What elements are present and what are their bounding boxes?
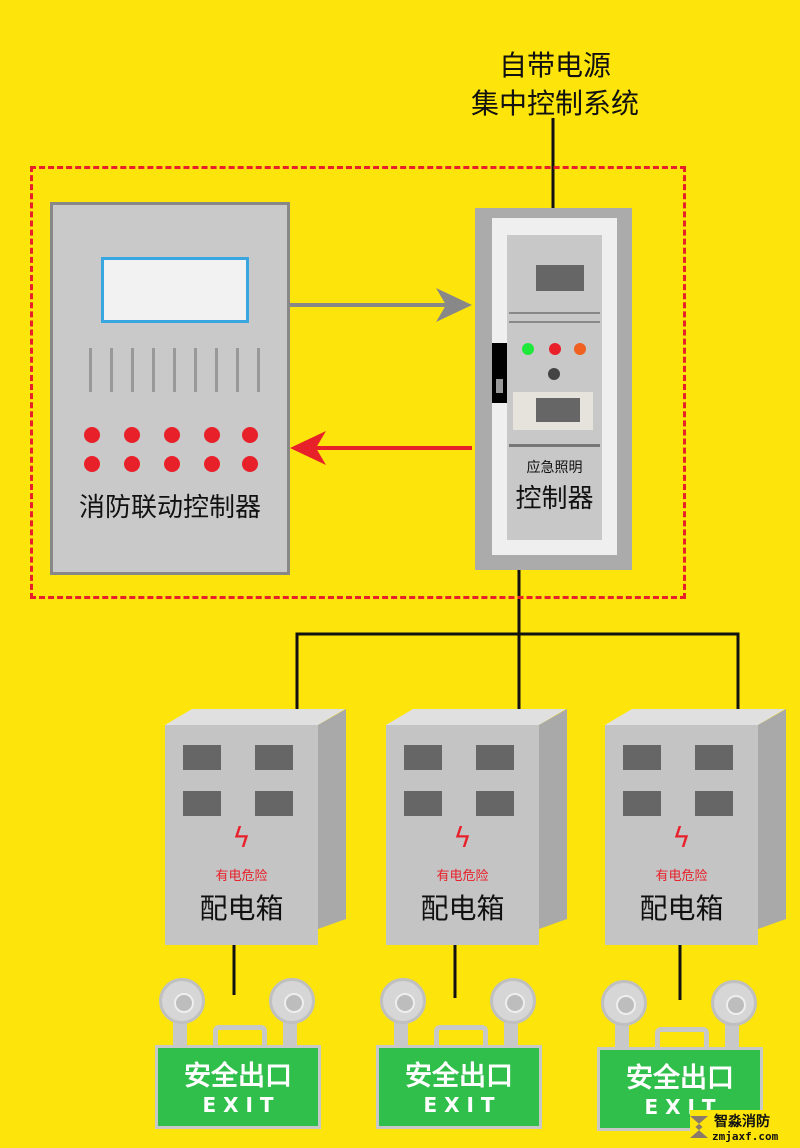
warning-label: 有电危险 xyxy=(215,869,268,884)
lamp-icon xyxy=(269,978,315,1024)
indicator-dot xyxy=(84,427,100,443)
exit-cn: 安全出口 xyxy=(626,1063,734,1094)
controller-screen xyxy=(101,257,249,323)
exit-en: E X I T xyxy=(423,1093,495,1117)
emergency-small-label: 应急照明 xyxy=(526,460,583,476)
watermark-url: zmjaxf.com xyxy=(712,1130,779,1143)
box-label: 配电箱 xyxy=(639,892,724,925)
arrow-to-fire-controller xyxy=(290,431,472,465)
lamp-icon xyxy=(159,978,205,1024)
lightning-icon: ϟ xyxy=(232,821,251,854)
fire-controller-label: 消防联动控制器 xyxy=(78,493,261,523)
emergency-lighting-controller: 应急照明 控制器 xyxy=(475,208,632,570)
box-label: 配电箱 xyxy=(420,892,505,925)
lamp-icon xyxy=(490,978,536,1024)
watermark: 智淼消防 zmjaxf.com xyxy=(690,1110,800,1148)
lamp-icon xyxy=(601,980,647,1026)
logo-icon xyxy=(690,1116,708,1138)
arrow-to-emergency xyxy=(290,288,472,322)
watermark-name: 智淼消防 xyxy=(714,1114,770,1130)
emergency-label: 控制器 xyxy=(515,484,594,514)
title-line2: 集中控制系统 xyxy=(470,87,639,120)
dashed-boundary xyxy=(30,166,686,599)
exit-en: E X I T xyxy=(202,1093,274,1117)
fire-linkage-controller: 消防联动控制器 xyxy=(50,202,290,575)
lamp-icon xyxy=(711,980,757,1026)
warning-label: 有电危险 xyxy=(436,869,489,884)
box-label: 配电箱 xyxy=(199,892,284,925)
lamp-icon xyxy=(380,978,426,1024)
exit-cn: 安全出口 xyxy=(405,1061,513,1092)
lightning-icon: ϟ xyxy=(672,821,691,854)
title-line1: 自带电源 xyxy=(498,49,611,82)
warning-label: 有电危险 xyxy=(655,869,708,884)
exit-cn: 安全出口 xyxy=(184,1061,292,1092)
lightning-icon: ϟ xyxy=(453,821,472,854)
